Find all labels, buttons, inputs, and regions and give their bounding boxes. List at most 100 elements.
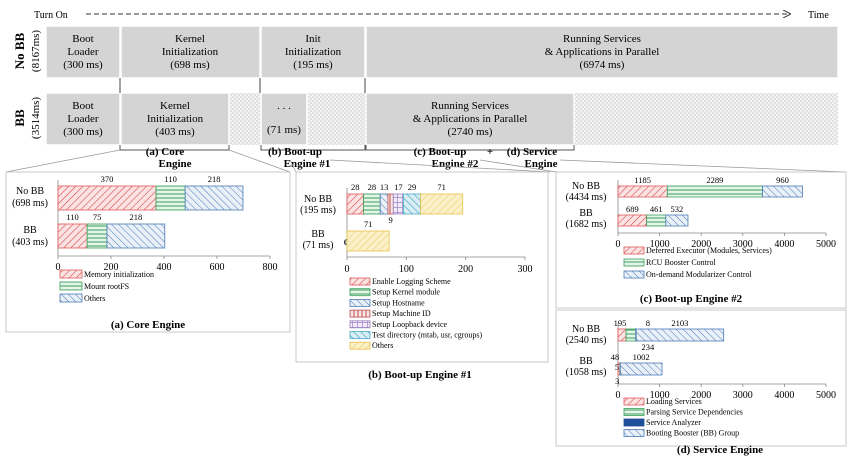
chart-title: (d) Service Engine: [677, 444, 763, 456]
block-text: Initialization: [147, 113, 204, 125]
data-label: 8: [646, 318, 650, 328]
legend-swatch: [349, 298, 371, 307]
block-text: Init: [305, 33, 320, 45]
caption-boot1-2: Engine #1: [284, 158, 331, 170]
panel-boot-up-engine-2: [555, 171, 847, 309]
category-label: (698 ms): [12, 198, 48, 209]
bar-segment: [617, 185, 668, 198]
zoom-line: [289, 159, 297, 173]
category-label: BB: [23, 225, 37, 236]
boot-timeline: Turn On Time No BB (8167ms) BB (3514ms) …: [5, 10, 847, 173]
bar-segment: [762, 185, 803, 198]
bar-segment: [617, 328, 627, 342]
kernel-init-block: [120, 92, 230, 146]
category-label: (1682 ms): [566, 219, 607, 230]
data-label: 960: [776, 175, 789, 185]
category-label: BB: [311, 229, 325, 240]
bar-segment: [646, 214, 667, 227]
caption-core-2: Engine: [158, 158, 191, 170]
caption-service-2: Engine: [524, 158, 557, 170]
legend-swatch: [349, 277, 371, 286]
data-label: 110: [66, 212, 78, 222]
bar-segment: [666, 185, 763, 198]
block-text: Loader: [67, 46, 98, 58]
category-label: (403 ms): [12, 237, 48, 248]
data-label: 17: [394, 182, 403, 192]
data-label: 461: [650, 204, 663, 214]
legend-label: Enable Logging Scheme: [372, 277, 451, 286]
x-tick-label: 4000: [774, 390, 794, 401]
x-tick-label: 1000: [650, 390, 670, 401]
bar-segment: [106, 223, 166, 249]
data-label: 13: [380, 182, 389, 192]
x-tick-label: 300: [518, 264, 533, 275]
legend-swatch: [623, 270, 645, 279]
legend-label: Parsing Service Dependencies: [646, 408, 743, 417]
block-text: Initialization: [285, 46, 342, 58]
x-tick-label: 0: [616, 390, 621, 401]
x-tick-label: 3000: [733, 390, 753, 401]
block-text: & Applications in Parallel: [545, 46, 660, 58]
category-label: (1058 ms): [566, 367, 607, 378]
row-name: No BB: [12, 32, 27, 69]
block-text: (195 ms): [293, 59, 333, 71]
x-tick-label: 200: [104, 262, 119, 273]
category-label: No BB: [572, 181, 600, 192]
category-label: (71 ms): [303, 240, 334, 251]
block-text: Running Services: [563, 33, 641, 45]
x-tick-label: 0: [616, 239, 621, 250]
chart-title: (a) Core Engine: [111, 319, 185, 331]
zoom-line: [5, 149, 121, 173]
x-tick-label: 3000: [733, 239, 753, 250]
row-label-no-bb: No BB (8167ms): [12, 30, 42, 73]
row-label-bb: BB (3514ms): [12, 97, 42, 140]
data-label: 370: [101, 174, 114, 184]
zoom-line: [559, 159, 847, 173]
data-label: 1185: [634, 175, 651, 185]
block-text: Boot: [72, 100, 93, 112]
data-label: 234: [641, 342, 655, 352]
legend-swatch: [59, 269, 83, 279]
data-label: 532: [671, 204, 684, 214]
caption-boot1: (b) Boot-up: [268, 146, 322, 158]
data-label: 5: [615, 362, 619, 372]
data-label: 1002: [633, 352, 650, 362]
bar-segment: [402, 193, 421, 215]
legend-swatch: [623, 408, 645, 416]
legend-swatch: [623, 429, 645, 437]
bar-segment: [420, 193, 464, 215]
legend-label: Mount rootFS: [84, 282, 129, 291]
legend-swatch: [623, 246, 645, 255]
boot-loader-block: [45, 92, 121, 146]
block-text: (300 ms): [63, 126, 103, 138]
x-tick-label: 5000: [816, 390, 836, 401]
legend-swatch: [349, 288, 371, 297]
block-text: (403 ms): [155, 126, 195, 138]
block-text: (698 ms): [170, 59, 210, 71]
x-tick-label: 1000: [650, 239, 670, 250]
legend-swatch: [623, 397, 645, 406]
running-services-block: [365, 92, 575, 146]
block-text: . . .: [277, 100, 291, 112]
zoom-line: [228, 149, 291, 173]
data-label: 110: [164, 174, 176, 184]
block-text: (300 ms): [63, 59, 103, 71]
category-label: No BB: [16, 186, 44, 197]
panel-core-engine: [5, 171, 291, 333]
x-tick-label: 100: [399, 264, 414, 275]
legend-label: Booting Booster (BB) Group: [646, 429, 739, 438]
x-tick-label: 200: [458, 264, 473, 275]
caption-core: (a) Core: [146, 146, 185, 158]
x-tick-label: 600: [210, 262, 225, 273]
legend-swatch: [349, 309, 371, 318]
legend-swatch: [349, 320, 371, 329]
block-text: (6974 ms): [580, 59, 625, 71]
legend-swatch: [349, 341, 371, 350]
zoom-line: [329, 159, 551, 173]
x-tick-label: 400: [157, 262, 172, 273]
timeline-row-no-bb: Boot Loader (300 ms) Kernel Initializati…: [45, 25, 839, 79]
legend-label: Setup Kernel module: [372, 288, 440, 297]
bar-segment: [346, 193, 365, 215]
